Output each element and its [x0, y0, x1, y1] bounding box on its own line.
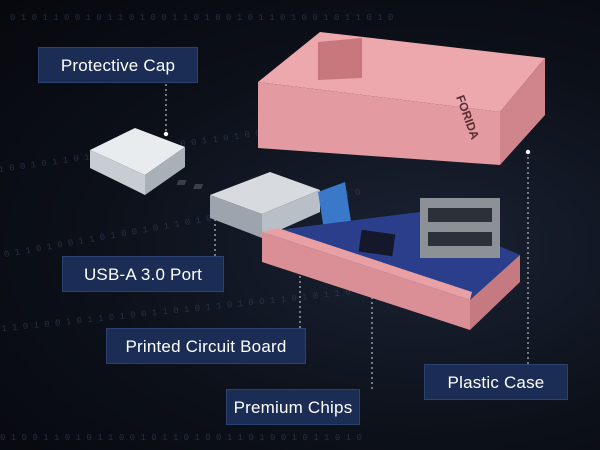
- svg-text:0 1 0 1 1 0 0 1 0 1 1 0 1 0 0: 0 1 0 1 1 0 0 1 0 1 1 0 1 0 0 1 1 0 1 0 …: [10, 13, 393, 23]
- protective-cap-label: Protective Cap: [38, 47, 198, 83]
- premium-chips-label: Premium Chips: [226, 389, 360, 425]
- svg-text:0 1 0 0 1 1 0 1 0 1 1 0 0 1 0: 0 1 0 0 1 1 0 1 0 1 1 0 0 1 0 1 1 0 1 0 …: [0, 433, 362, 443]
- protective-cap: [90, 128, 185, 195]
- usb-port-label: USB-A 3.0 Port: [62, 256, 224, 292]
- case-bottom: [262, 198, 520, 330]
- plastic-case-label: Plastic Case: [424, 364, 568, 400]
- circuit-board-label: Printed Circuit Board: [106, 328, 306, 364]
- case-top: FORIDA: [258, 32, 545, 165]
